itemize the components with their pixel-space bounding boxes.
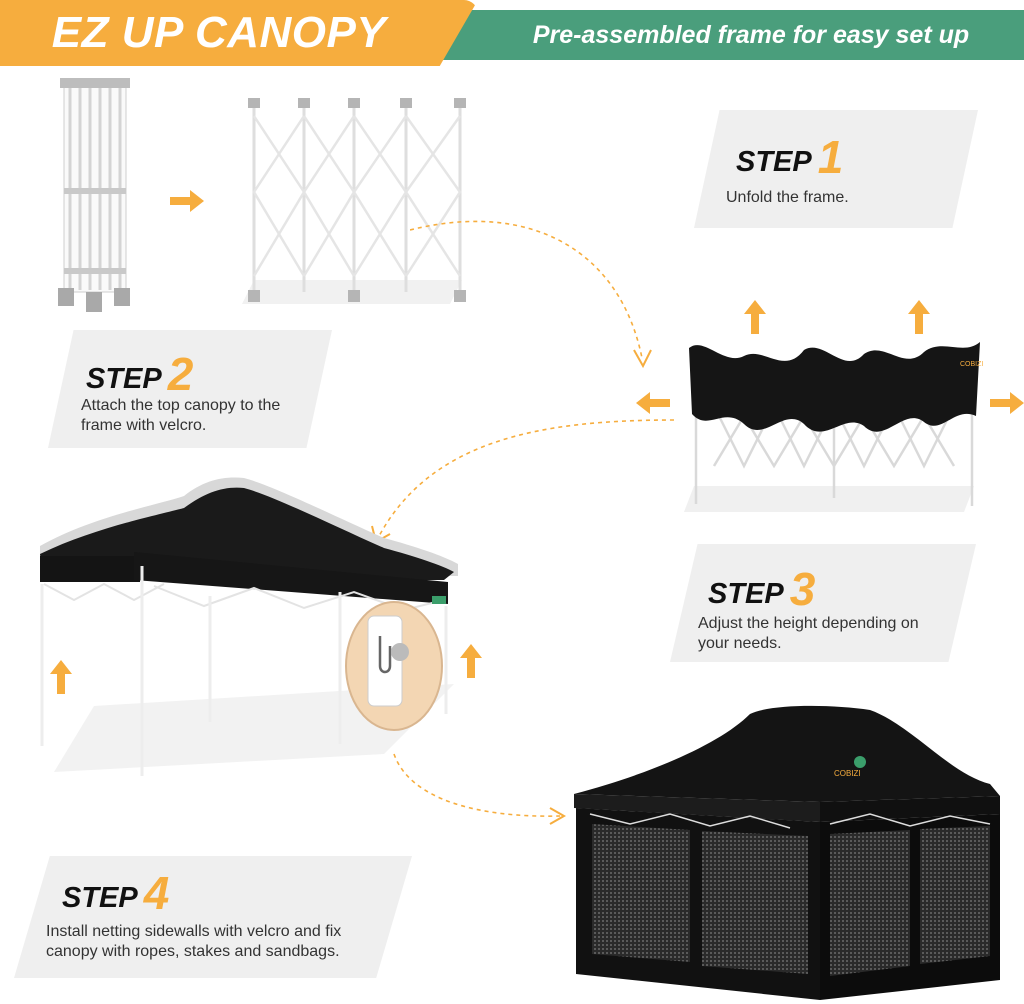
arrow-up-icon: [460, 644, 482, 678]
step-2-heading: STEP 2: [86, 348, 194, 400]
page-subtitle: Pre-assembled frame for easy set up: [532, 20, 970, 49]
header-title-banner: [0, 0, 478, 66]
step-4-number: 4: [143, 867, 170, 919]
step-1-card: [694, 110, 978, 228]
page-title: EZ UP CANOPY: [51, 8, 387, 57]
step-4-label: STEP: [62, 882, 138, 915]
step-2-card: [48, 330, 332, 448]
arrow-left-icon: [636, 392, 670, 414]
flow-arrow-step1-to-frame: [410, 220, 652, 369]
step-1-number: 1: [817, 131, 844, 183]
step-1-description: Unfold the frame.: [726, 189, 849, 206]
arrow-up-icon: [744, 300, 766, 334]
step-3-heading: STEP 3: [708, 563, 816, 615]
step-1-label: STEP: [736, 146, 812, 179]
step-4-card: [14, 856, 412, 978]
header-subtitle-banner: [440, 10, 1024, 60]
folded-frame-illustration: [58, 78, 130, 312]
step-4-heading: STEP 4: [62, 867, 170, 919]
final-canopy-brand-label: COBIZI: [834, 769, 861, 778]
frame-canopy-brand-label: COBIZI: [960, 361, 983, 368]
frame-with-top-canopy-illustration: COBIZI: [684, 342, 983, 512]
assembled-canopy-illustration: [40, 477, 458, 776]
step-1-heading: STEP 1: [736, 131, 844, 183]
step-2-number: 2: [167, 348, 194, 400]
flow-arrow-step3-to-final: [393, 753, 567, 825]
step-2-description: Attach the top canopy to the frame with …: [81, 397, 281, 434]
step-3-label: STEP: [708, 578, 784, 611]
step-4-description: Install netting sidewalls with velcro an…: [46, 923, 342, 960]
arrow-right-icon: [990, 392, 1024, 414]
arrow-up-icon: [908, 300, 930, 334]
final-canopy-with-sidewalls-illustration: COBIZI: [574, 705, 1000, 1000]
step-3-number: 3: [789, 563, 816, 615]
step-2-label: STEP: [86, 363, 162, 396]
arrow-right-icon: [170, 190, 204, 212]
step-3-description: Adjust the height depending on your need…: [698, 615, 919, 652]
expanded-frame-illustration: [242, 98, 466, 304]
step-3-card: [670, 544, 976, 662]
arrow-up-icon: [50, 660, 72, 694]
